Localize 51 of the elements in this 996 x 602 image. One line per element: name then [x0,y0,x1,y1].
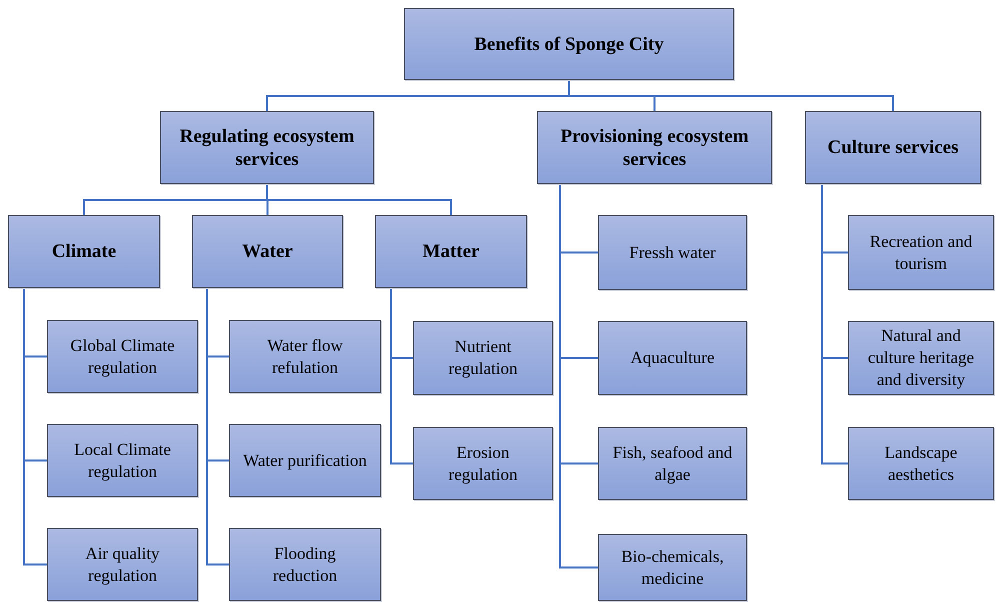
connector-line [559,184,598,568]
category-box [47,528,198,601]
category-box [848,321,994,395]
box-label: Local Climate regulation [73,438,172,482]
category-box [229,528,381,601]
box-label: Landscape aesthetics [884,442,958,486]
box-label: Fish, seafood and algae [612,442,734,486]
category-box [8,215,160,288]
connector-line [390,288,413,464]
box-label: Benefits of Sponge City [474,32,664,56]
category-box [413,321,553,395]
box-label: Natural and culture heritage and diversity [866,325,976,391]
box-label: Water flow refulation [266,334,344,378]
box-label: Nutrient regulation [448,336,518,380]
category-box [598,427,747,500]
category-box [192,215,343,288]
category-box [404,8,734,80]
connector-line [568,80,894,111]
box-label: Flooding reduction [272,542,338,586]
box-label: Air quality regulation [84,542,161,586]
category-box [47,424,198,497]
connector-line [821,184,848,464]
category-box [598,534,747,601]
box-label: Bio-chemicals, medicine [620,546,725,590]
connector-line [206,288,229,566]
box-label: Fressh water [629,242,716,264]
box-label: Water [242,240,293,263]
category-box [160,111,374,184]
box-label: Regulating ecosystem services [178,124,356,170]
connector-line [266,184,452,215]
category-box [47,320,198,393]
category-box [848,215,994,290]
category-box [805,111,981,184]
category-box [229,320,381,393]
category-box [537,111,772,184]
box-label: Culture services [827,136,959,159]
box-label: Water purification [243,450,367,472]
category-box [598,215,747,290]
box-label: Aquaculture [630,347,715,369]
category-box [375,215,527,288]
connector-line [23,288,47,566]
category-box [598,321,747,395]
category-box [413,427,553,500]
box-label: Erosion regulation [448,442,518,486]
category-box [848,427,994,500]
box-label: Provisioning ecosystem services [559,124,750,170]
box-label: Matter [422,240,480,263]
box-label: Global Climate regulation [69,334,176,378]
box-label: Climate [52,240,116,263]
category-box [229,424,381,497]
box-label: Recreation and tourism [868,230,974,274]
